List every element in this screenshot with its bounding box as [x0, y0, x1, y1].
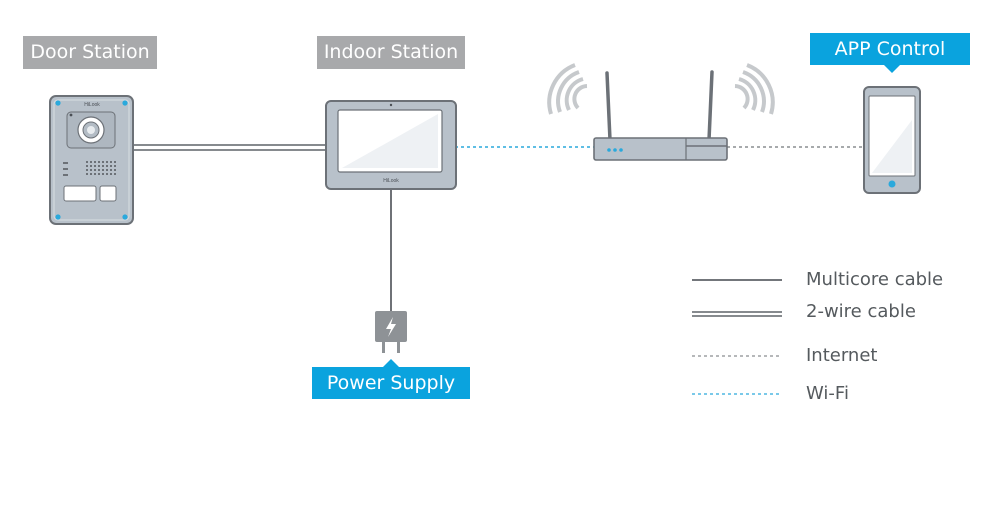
power-plug-icon: [375, 311, 407, 353]
legend-line-samples: [692, 279, 782, 395]
app-control-label: APP Control: [810, 33, 970, 65]
legend-multicore-label: Multicore cable: [806, 269, 944, 290]
legend-internet-label: Internet: [806, 345, 878, 366]
door-station-device: HiLook: [49, 95, 134, 225]
legend-two-wire-label: 2-wire cable: [806, 301, 916, 322]
power-supply-label: Power Supply: [312, 367, 470, 399]
door-station-label: Door Station: [23, 36, 157, 69]
wifi-signal-icon: [547, 63, 588, 115]
power-supply-label-pointer: [383, 359, 399, 367]
app-control-label-pointer: [884, 65, 900, 73]
indoor-station-device: HiLook: [325, 100, 457, 190]
door-station-brand: HiLook: [84, 102, 100, 108]
router-icon: [593, 70, 728, 161]
indoor-station-brand: HiLook: [383, 178, 399, 184]
legend-wifi-label: Wi-Fi: [806, 383, 849, 404]
wifi-signal-icon: [734, 63, 775, 115]
smartphone-icon: [863, 86, 921, 194]
indoor-station-label: Indoor Station: [317, 36, 465, 69]
two-wire-cable-connection: [132, 144, 327, 151]
